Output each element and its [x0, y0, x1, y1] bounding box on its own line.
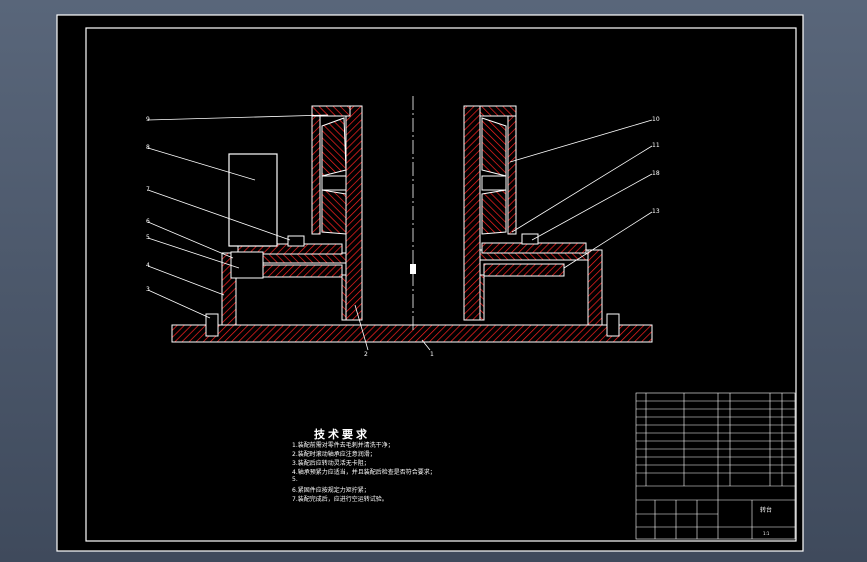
bolt-mid-right — [521, 233, 539, 245]
bearing-upper-left — [321, 117, 347, 177]
bearing-upper-right — [481, 117, 507, 177]
title-block-name: 转台 — [760, 506, 772, 514]
bearing-housing-left — [311, 115, 321, 235]
label-5: 5 — [146, 234, 150, 241]
label-6: 6 — [146, 218, 150, 225]
shaft-wall-right — [463, 105, 481, 321]
label-4: 4 — [146, 262, 150, 269]
pinion — [230, 251, 264, 279]
label-1: 1 — [430, 351, 434, 358]
label-8: 8 — [146, 144, 150, 151]
title-block — [635, 392, 796, 540]
bearing-lower-left — [321, 189, 347, 235]
gear-ring-right — [483, 263, 565, 277]
requirement-line-4: 4.轴承预紧力应适当，并且装配后检查是否符合要求； — [292, 469, 436, 476]
technical-requirements-title: 技术要求 — [314, 428, 370, 441]
top-flange-right — [479, 105, 517, 117]
shaft-wall-left — [345, 105, 363, 321]
label-3: 3 — [146, 286, 150, 293]
spacer-left — [321, 175, 347, 191]
requirement-line-7: 7.装配完成后，应进行空运转试验。 — [292, 496, 388, 503]
requirement-line-3: 3.装配后应转动灵活无卡阻； — [292, 460, 370, 467]
leader-lines — [147, 114, 653, 351]
requirement-line-6: 6.紧固件应按规定力矩拧紧； — [292, 487, 370, 494]
label-9: 9 — [146, 116, 150, 123]
gear-ring-left — [261, 264, 343, 278]
label-10: 10 — [652, 116, 660, 123]
bolt-left — [205, 313, 219, 337]
bearing-housing-right — [507, 115, 517, 235]
bolt-mid-left — [287, 235, 305, 247]
label-11: 11 — [652, 142, 660, 149]
bolt-right — [606, 313, 620, 337]
requirement-line-1: 1.装配前需对零件去毛刺并清洗干净； — [292, 442, 394, 449]
sheet-inner-border — [85, 27, 797, 542]
assembly-section — [171, 96, 653, 343]
requirement-line-5: 5. — [292, 476, 298, 483]
shaft-key — [410, 264, 416, 274]
requirement-line-2: 2.装配时滚动轴承应注意润滑； — [292, 451, 376, 458]
housing-right-wall — [587, 249, 603, 326]
label-7: 7 — [146, 186, 150, 193]
spacer-right — [481, 175, 507, 191]
label-18: 18 — [652, 170, 660, 177]
label-13: 13 — [652, 208, 660, 215]
bearing-lower-right — [481, 189, 507, 235]
label-2: 2 — [364, 351, 368, 358]
top-flange-left — [311, 105, 351, 117]
motor — [228, 153, 278, 247]
title-block-scale: 1:1 — [763, 531, 770, 536]
base-plate — [171, 324, 653, 343]
sheet-outer-border — [56, 14, 804, 552]
